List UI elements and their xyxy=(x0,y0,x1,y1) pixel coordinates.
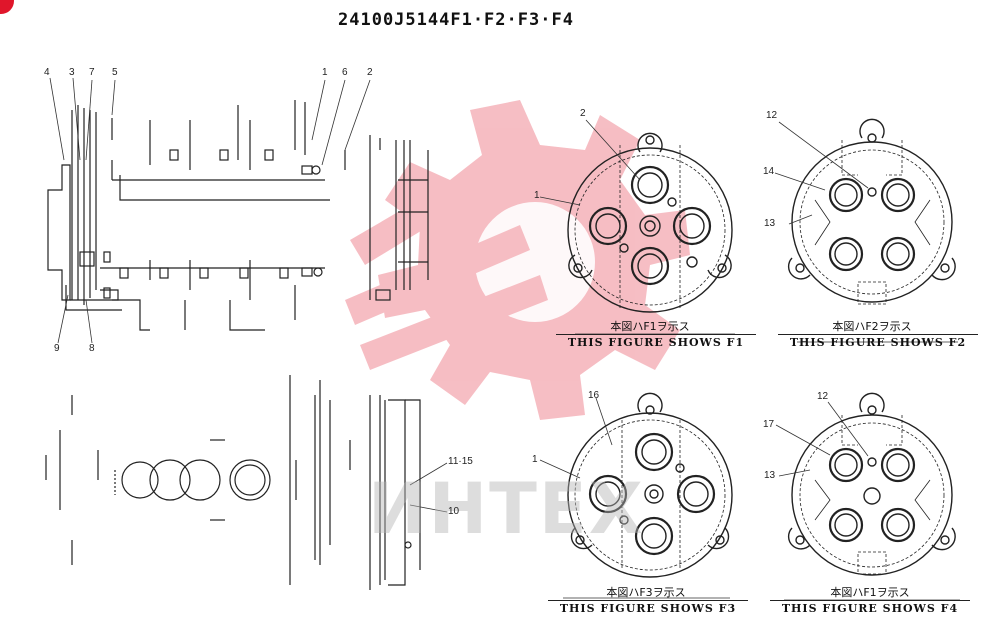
figure-f4-caption-jp: 本図ハF1ヲ示ス xyxy=(830,586,910,599)
figure-f3-leaders xyxy=(539,397,730,599)
figure-f3-caption-en: THIS FIGURE SHOWS F3 xyxy=(548,600,748,615)
callout-f4-12: 12 xyxy=(817,391,829,402)
drawing-title: 24100J5144F1·F2·F3·F4 xyxy=(338,10,574,30)
callout-4: 4 xyxy=(44,67,50,78)
figure-f4-flange xyxy=(787,392,956,576)
callout-7: 7 xyxy=(89,67,95,78)
figure-f2-caption-jp: 本図ハF2ヲ示ス xyxy=(832,320,912,333)
figure-f1-flange xyxy=(567,132,733,313)
section-view-lower xyxy=(45,375,421,590)
callout-1: 1 xyxy=(322,67,328,78)
callout-8: 8 xyxy=(89,343,95,354)
figure-f3-flange xyxy=(567,392,733,578)
callout-f2-13: 13 xyxy=(764,218,776,229)
callout-f4-13: 13 xyxy=(764,470,776,481)
callout-5: 5 xyxy=(112,67,118,78)
figure-f3-caption-jp: 本図ハF3ヲ示ス xyxy=(606,586,686,599)
figure-f1-caption-en: THIS FIGURE SHOWS F1 xyxy=(556,334,756,349)
watermark-gear-logo xyxy=(345,100,690,420)
figure-f2-leaders xyxy=(774,121,958,343)
callout-f2-12: 12 xyxy=(766,110,778,121)
callout-2: 2 xyxy=(367,67,373,78)
callout-f4-17: 17 xyxy=(763,419,775,430)
callout-f1-2: 2 xyxy=(580,108,586,119)
callout-f3-16: 16 xyxy=(588,390,600,401)
watermark-text: ИНТЕХ xyxy=(368,468,645,550)
callout-10: 10 xyxy=(448,506,460,517)
section-view-upper xyxy=(47,100,429,331)
callout-f3-1: 1 xyxy=(532,454,538,465)
callout-9: 9 xyxy=(54,343,60,354)
leader-lines-left xyxy=(49,77,448,513)
callout-3: 3 xyxy=(69,67,75,78)
figure-f4-caption-en: THIS FIGURE SHOWS F4 xyxy=(770,600,970,615)
callout-11-15: 11·15 xyxy=(448,456,473,467)
callout-f1-1: 1 xyxy=(534,190,540,201)
figure-f1-caption-jp: 本図ハF1ヲ示ス xyxy=(610,320,690,333)
callout-f2-14: 14 xyxy=(763,166,775,177)
figure-f2-flange xyxy=(787,118,956,305)
figure-f4-leaders xyxy=(775,401,960,601)
callout-6: 6 xyxy=(342,67,348,78)
figure-f2-caption-en: THIS FIGURE SHOWS F2 xyxy=(778,334,978,349)
